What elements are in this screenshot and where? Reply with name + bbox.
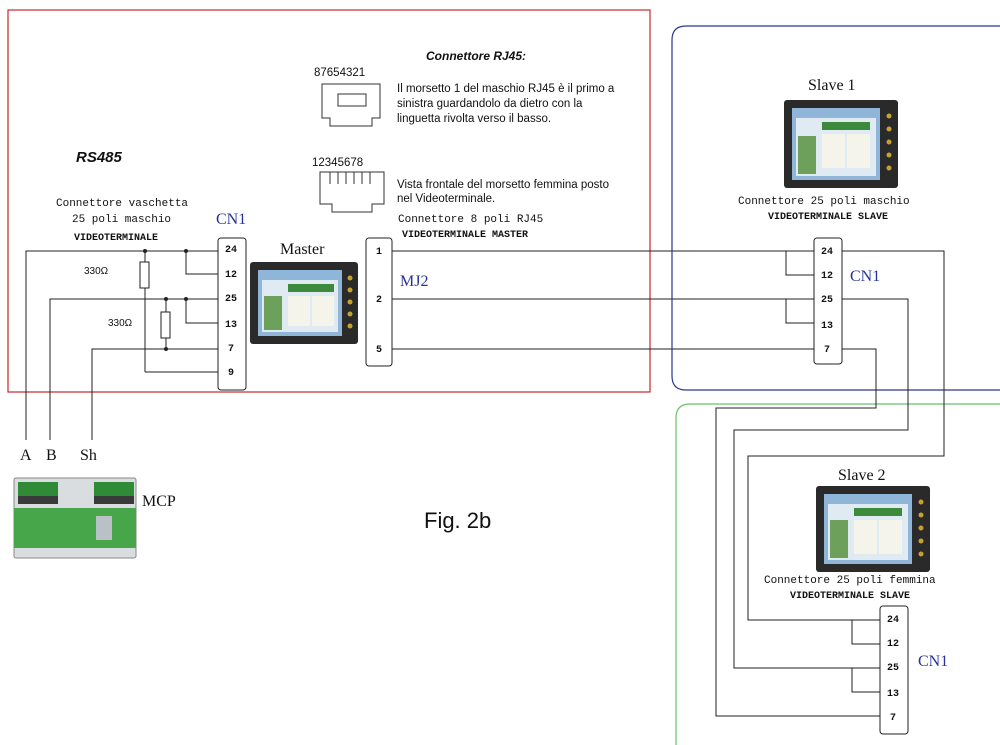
slave2-title: Slave 2: [838, 467, 886, 484]
master-terminal-image: [250, 262, 358, 344]
rj45-title: Connettore RJ45:: [426, 49, 526, 63]
slave1-title: Slave 1: [808, 77, 856, 94]
rs485-label: RS485: [76, 149, 123, 166]
slave1-pin-13: 13: [821, 321, 833, 332]
master-mj2-connector: [365, 237, 393, 367]
slave1-cn1-connector: [813, 237, 843, 365]
resistor-330-bottom: [160, 311, 171, 339]
master-cn1-pin-9: 9: [228, 368, 234, 379]
figure-caption: Fig. 2b: [424, 508, 491, 533]
slave1-desc-2: VIDEOTERMINALE SLAVE: [768, 212, 888, 223]
master-cn1-desc-2: 25 poli maschio: [72, 214, 171, 226]
slave2-frame: [675, 403, 1000, 745]
master-cn1-connector: [217, 237, 247, 391]
mcp-device-image: [13, 477, 137, 559]
slave1-desc-1: Connettore 25 poli maschio: [738, 196, 910, 208]
resistor-330-top-label: 330Ω: [84, 266, 109, 277]
terminal-a-label: A: [20, 447, 32, 464]
master-mj2-desc-2: VIDEOTERMINALE MASTER: [402, 230, 528, 241]
master-cn1-pin-7: 7: [228, 344, 234, 355]
resistor-330-top: [139, 261, 150, 289]
slave2-pin-24: 24: [887, 615, 899, 626]
rj45-female-note-2: nel Videoterminale.: [397, 193, 495, 205]
rj45-male-note-3: linguetta rivolta verso il basso.: [397, 113, 551, 125]
master-cn1-desc-1: Connettore vaschetta: [56, 198, 188, 210]
slave1-pin-12: 12: [821, 271, 833, 282]
master-cn1-pin-12: 12: [225, 270, 237, 281]
rj45-female-note-1: Vista frontale del morsetto femmina post…: [397, 179, 609, 191]
slave1-cn1-label: CN1: [850, 268, 880, 285]
master-cn1-pin-13: 13: [225, 320, 237, 331]
master-device-label: Master: [280, 241, 325, 258]
slave1-pin-7: 7: [824, 345, 830, 356]
slave1-pin-25: 25: [821, 295, 833, 306]
slave2-pin-25: 25: [887, 663, 899, 674]
master-mj2-pin-1: 1: [376, 247, 382, 258]
rj45-female-digits: 12345678: [312, 157, 363, 169]
slave2-pin-7: 7: [890, 713, 896, 724]
rj45-male-icon: [321, 83, 381, 127]
master-wiring: [25, 249, 218, 440]
master-mj2-desc-1: Connettore 8 poli RJ45: [398, 214, 543, 226]
master-mj2-label: MJ2: [400, 273, 428, 290]
master-frame: [7, 9, 651, 393]
mcp-label: MCP: [142, 493, 176, 510]
slave2-desc-2: VIDEOTERMINALE SLAVE: [790, 591, 910, 602]
slave2-terminal-image: [816, 486, 930, 572]
resistor-330-bottom-label: 330Ω: [108, 318, 133, 329]
terminal-b-label: B: [46, 447, 57, 464]
master-mj2-pin-5: 5: [376, 345, 382, 356]
rj45-male-note-1: Il morsetto 1 del maschio RJ45 è il prim…: [397, 83, 615, 95]
rj45-male-note-2: sinistra guardandolo da dietro con la: [397, 98, 583, 110]
master-cn1-pin-24: 24: [225, 245, 237, 256]
slave2-pin-13: 13: [887, 689, 899, 700]
rj45-female-icon: [319, 171, 385, 213]
slave1-frame: [671, 25, 1000, 391]
slave1-terminal-image: [784, 100, 898, 188]
slave2-cn1-connector: [879, 605, 909, 735]
master-cn1-desc-3: VIDEOTERMINALE: [74, 233, 158, 244]
slave1-pin-24: 24: [821, 247, 833, 258]
slave2-pin-12: 12: [887, 639, 899, 650]
master-mj2-pin-2: 2: [376, 295, 382, 306]
terminal-sh-label: Sh: [80, 447, 97, 464]
slave2-desc-1: Connettore 25 poli femmina: [764, 575, 936, 587]
master-cn1-pin-25: 25: [225, 294, 237, 305]
bus-wiring: [392, 250, 945, 717]
slave2-cn1-label: CN1: [918, 653, 948, 670]
rj45-male-digits: 87654321: [314, 67, 365, 79]
master-cn1-label: CN1: [216, 211, 246, 228]
